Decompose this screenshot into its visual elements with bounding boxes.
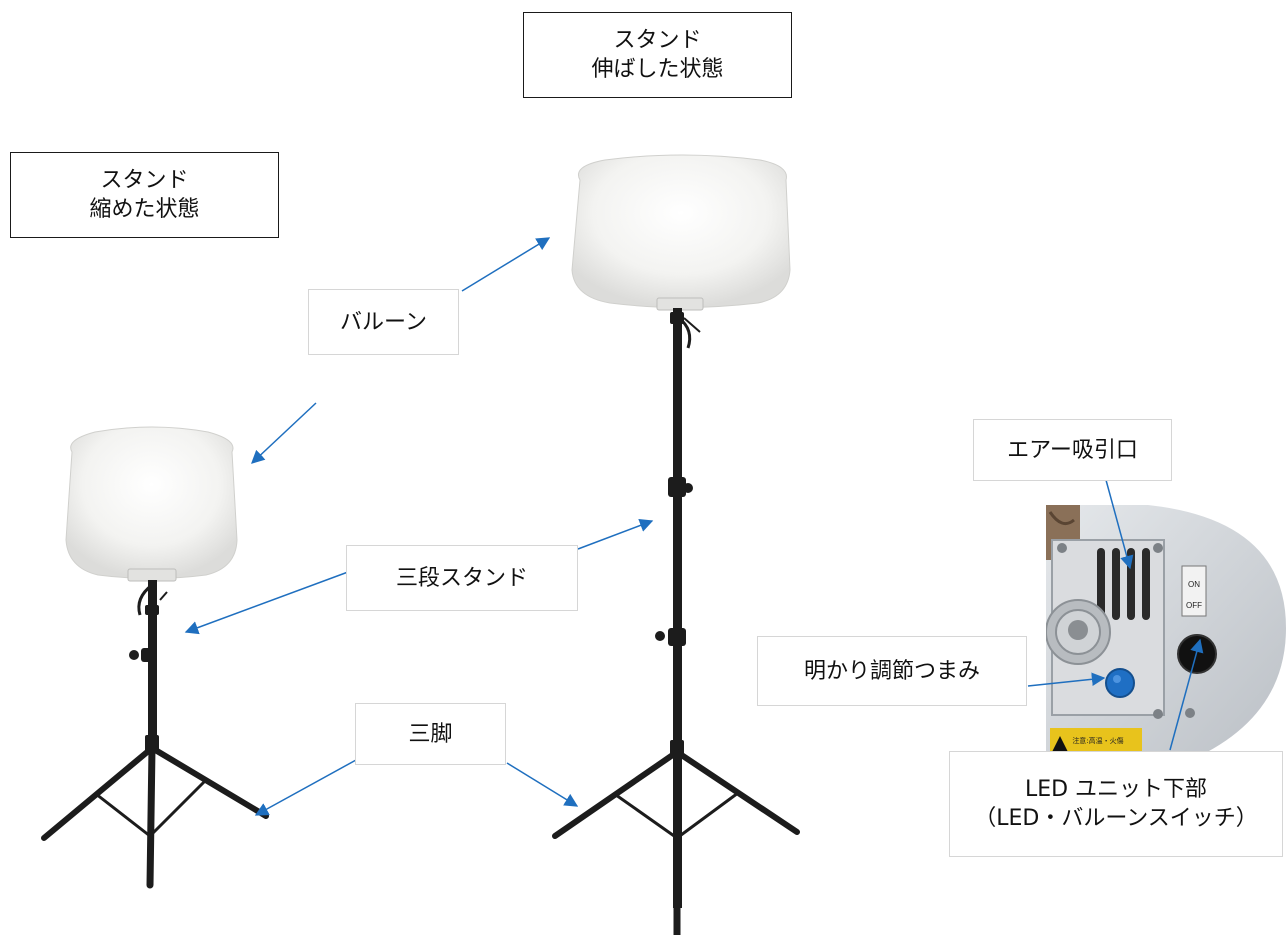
title-retracted: スタンド 縮めた状態 xyxy=(10,152,279,238)
arrow-tripod-retracted xyxy=(254,759,357,816)
extended-stand xyxy=(552,154,800,935)
label-three-stage-stand: 三段スタンド xyxy=(346,545,578,611)
switch-off-text: OFF xyxy=(1186,601,1202,610)
label-balloon: バルーン xyxy=(308,289,459,355)
label-air-intake-text: エアー吸引口 xyxy=(1007,437,1138,463)
retracted-balloon xyxy=(65,426,238,582)
label-brightness-knob-text: 明かり調節つまみ xyxy=(803,658,980,684)
retracted-stand xyxy=(41,426,269,889)
arrow-stand-retracted xyxy=(184,571,349,635)
arrow-led-switch xyxy=(1169,638,1204,751)
label-air-intake: エアー吸引口 xyxy=(973,419,1172,481)
label-three-stage-stand-text: 三段スタンド xyxy=(395,565,528,591)
label-balloon-text: バルーン xyxy=(340,309,427,335)
label-tripod-text: 三脚 xyxy=(408,721,453,747)
title-extended-line2: 伸ばした状態 xyxy=(591,57,724,82)
switch-on-text: ON xyxy=(1188,580,1200,589)
title-extended-line1: スタンド xyxy=(613,28,702,53)
extended-balloon xyxy=(571,154,791,311)
arrow-balloon-extended xyxy=(461,237,551,292)
label-brightness-knob: 明かり調節つまみ xyxy=(757,636,1027,706)
label-tripod: 三脚 xyxy=(355,703,506,765)
label-led-unit-bottom-line2: （LED・バルーンスイッチ） xyxy=(974,806,1258,831)
title-retracted-line1: スタンド xyxy=(100,168,189,193)
arrow-tripod-extended xyxy=(506,762,579,807)
arrow-brightness-knob xyxy=(1027,672,1106,687)
arrow-balloon-retracted xyxy=(251,402,317,464)
label-led-unit-bottom-line1: LED ユニット下部 xyxy=(1024,777,1208,802)
arrow-air-intake xyxy=(1105,479,1134,570)
arrow-stand-extended xyxy=(577,518,654,550)
extended-stand-pole xyxy=(552,308,800,935)
caution-text: 注意:高温・火傷 xyxy=(1072,736,1123,745)
title-retracted-line2: 縮めた状態 xyxy=(89,197,200,222)
label-led-unit-bottom: LED ユニット下部 （LED・バルーンスイッチ） xyxy=(949,751,1283,857)
title-extended: スタンド 伸ばした状態 xyxy=(523,12,792,98)
retracted-stand-pole xyxy=(41,580,269,889)
callout-arrows xyxy=(184,237,1204,816)
